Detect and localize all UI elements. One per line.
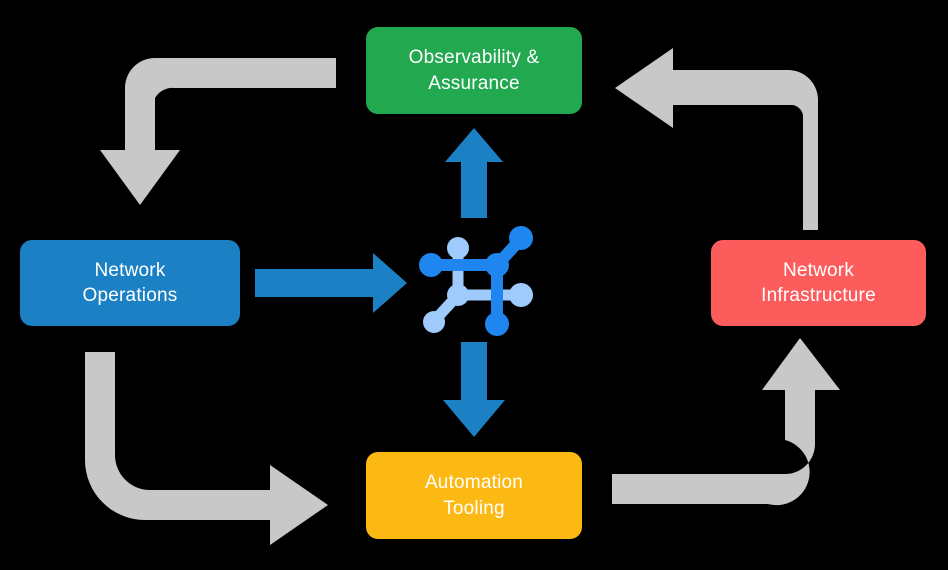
node-infrastructure-label: Network Infrastructure xyxy=(761,259,876,306)
arrow-center-to-observability xyxy=(445,128,503,218)
node-observability-assurance[interactable]: Observability & Assurance xyxy=(366,27,582,114)
arrow-automation-to-infrastructure xyxy=(612,338,840,506)
network-topology-icon xyxy=(419,226,533,336)
node-automation-tooling[interactable]: Automation Tooling xyxy=(366,452,582,539)
arrow-operations-to-automation xyxy=(85,352,328,545)
node-network-operations[interactable]: Network Operations xyxy=(20,240,240,326)
arrow-center-to-automation xyxy=(443,342,505,437)
node-observability-label: Observability & Assurance xyxy=(408,47,540,94)
arrow-observability-to-operations xyxy=(100,58,336,205)
node-automation-label: Automation Tooling xyxy=(424,472,524,519)
node-network-infrastructure[interactable]: Network Infrastructure xyxy=(711,240,926,326)
arrow-infrastructure-to-observability xyxy=(615,48,818,230)
node-operations-label: Network Operations xyxy=(82,259,178,306)
arrow-operations-to-center xyxy=(255,253,407,313)
